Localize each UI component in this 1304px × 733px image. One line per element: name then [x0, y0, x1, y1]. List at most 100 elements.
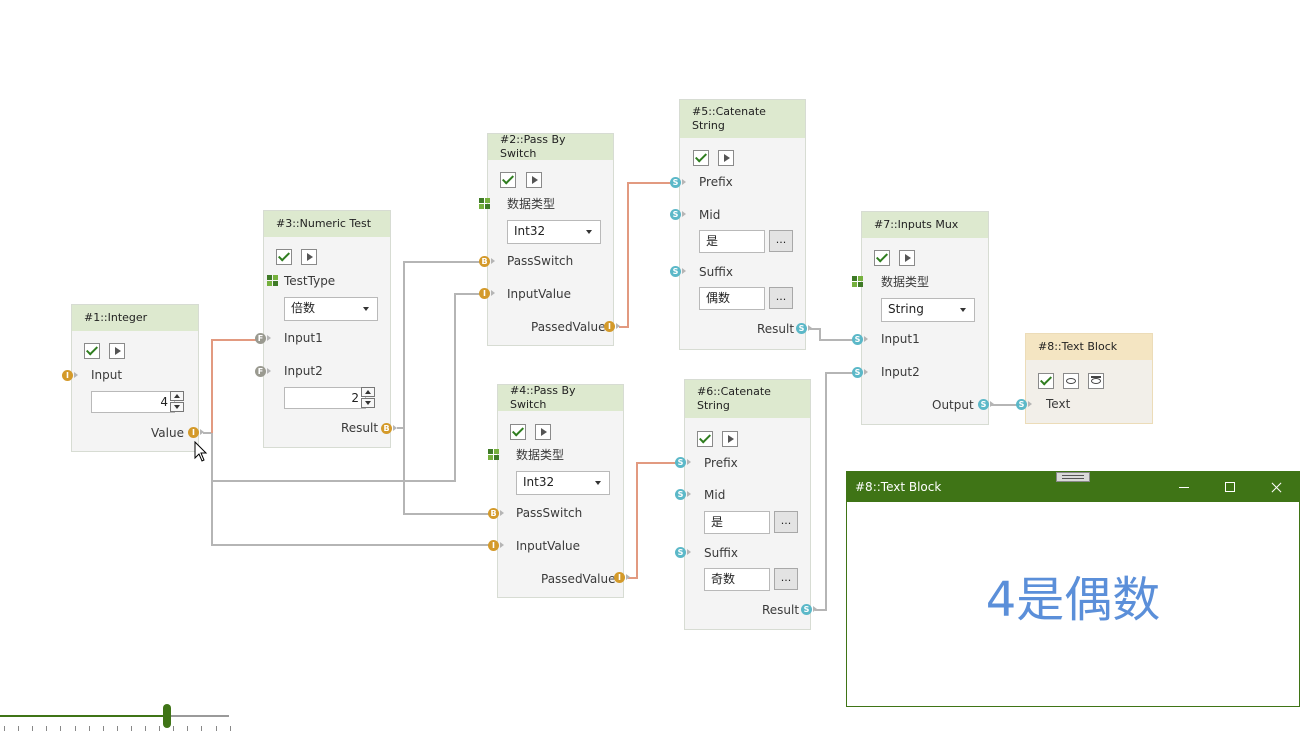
mid-input[interactable]: 是 [699, 230, 765, 253]
n1-input-port[interactable]: I [62, 370, 78, 381]
slider-fill [0, 715, 167, 717]
suffix-label: Suffix [704, 546, 738, 560]
node-title-line1: #6::Catenate [697, 385, 771, 398]
enabled-checkbox[interactable] [510, 424, 526, 440]
node-integer[interactable]: #1::Integer Input 4 Value [71, 304, 199, 452]
mid-more-button[interactable]: ... [774, 511, 798, 533]
step-down-button[interactable] [170, 402, 184, 412]
n2-passswitch-port[interactable]: B [479, 256, 495, 267]
n5-mid-port[interactable]: S [670, 209, 686, 220]
slider-tick [103, 726, 104, 731]
n2-inputvalue-port[interactable]: I [479, 288, 495, 299]
n1-value-port[interactable]: I [188, 427, 204, 438]
enabled-checkbox[interactable] [874, 250, 890, 266]
window-titlebar[interactable]: #8::Text Block [847, 472, 1299, 502]
input2-field[interactable]: 2 [284, 387, 366, 409]
node-catenate-string-6[interactable]: #6::Catenate String Prefix Mid 是 ... Suf… [684, 379, 811, 630]
passedvalue-label: PassedValue [531, 320, 606, 334]
type-select[interactable]: Int32 [516, 471, 610, 495]
step-up-button[interactable] [361, 387, 375, 397]
n4-passedvalue-port[interactable]: I [614, 572, 630, 583]
n8-text-port[interactable]: S [1016, 399, 1032, 410]
suffix-more-button[interactable]: ... [774, 568, 798, 590]
integer-stepper[interactable] [170, 391, 184, 413]
node-pass-by-switch-2[interactable]: #2::Pass By Switch 数据类型 Int32 PassSwitch… [487, 133, 614, 346]
drag-grip-icon[interactable] [1056, 472, 1090, 482]
n4-passswitch-port[interactable]: B [488, 508, 504, 519]
n6-mid-port[interactable]: S [675, 489, 691, 500]
enabled-checkbox[interactable] [697, 431, 713, 447]
enabled-checkbox[interactable] [276, 249, 292, 265]
node-catenate-string-5[interactable]: #5::Catenate String Prefix Mid 是 ... Suf… [679, 99, 806, 350]
close-button[interactable] [1253, 472, 1299, 502]
suffix-input[interactable]: 偶数 [699, 287, 765, 310]
n6-result-port[interactable]: S [801, 604, 817, 615]
run-button[interactable] [722, 431, 738, 447]
input2-label: Input2 [881, 365, 920, 379]
node-title: #4::Pass By Switch [498, 384, 623, 411]
n4-inputvalue-port[interactable]: I [488, 540, 504, 551]
n3-result-port[interactable]: B [381, 423, 397, 434]
type-grid-icon [488, 449, 500, 461]
step-down-button[interactable] [361, 398, 375, 408]
slider-tick [75, 726, 76, 731]
slider-tick [187, 726, 188, 731]
node-pass-by-switch-4[interactable]: #4::Pass By Switch 数据类型 Int32 PassSwitch… [497, 384, 624, 598]
n6-suffix-port[interactable]: S [675, 547, 691, 558]
n3-input1-port[interactable]: F [255, 333, 271, 344]
n6-prefix-port[interactable]: S [675, 457, 691, 468]
zoom-slider[interactable] [0, 704, 231, 733]
slider-tick [145, 726, 146, 731]
n5-result-port[interactable]: S [796, 323, 812, 334]
value-label: Value [151, 426, 184, 440]
run-button[interactable] [526, 172, 542, 188]
wire-n3-result-to-n2-switch [397, 261, 481, 429]
n3-input2-port[interactable]: F [255, 366, 271, 377]
input1-label: Input1 [881, 332, 920, 346]
preview-eye-icon[interactable] [1063, 373, 1079, 389]
slider-tick [4, 726, 5, 731]
suffix-input[interactable]: 奇数 [704, 568, 770, 591]
type-select[interactable]: String [881, 298, 975, 322]
input-label: Input [91, 368, 123, 382]
n7-output-port[interactable]: S [978, 399, 994, 410]
slider-tick [32, 726, 33, 731]
node-title: #1::Integer [72, 305, 198, 331]
type-label: 数据类型 [881, 275, 930, 289]
text-block-window[interactable]: #8::Text Block 4是偶数 [846, 471, 1300, 707]
integer-input[interactable]: 4 [91, 391, 175, 413]
passedvalue-label: PassedValue [541, 572, 616, 586]
node-title: #6::Catenate String [685, 380, 810, 418]
n5-suffix-port[interactable]: S [670, 266, 686, 277]
run-button[interactable] [718, 150, 734, 166]
minimize-button[interactable] [1161, 472, 1207, 502]
suffix-more-button[interactable]: ... [769, 287, 793, 309]
run-button[interactable] [535, 424, 551, 440]
step-up-button[interactable] [170, 391, 184, 401]
enabled-checkbox[interactable] [500, 172, 516, 188]
n7-input1-port[interactable]: S [852, 334, 868, 345]
enabled-checkbox[interactable] [693, 150, 709, 166]
enabled-checkbox[interactable] [1038, 373, 1054, 389]
preview-window-icon[interactable] [1088, 373, 1104, 389]
n2-passedvalue-port[interactable]: I [604, 321, 620, 332]
node-numeric-test[interactable]: #3::Numeric Test TestType 倍数 Input1 Inpu… [263, 210, 391, 448]
input2-stepper[interactable] [361, 387, 375, 409]
input1-label: Input1 [284, 331, 323, 345]
node-text-block[interactable]: #8::Text Block Text [1025, 333, 1153, 424]
n5-prefix-port[interactable]: S [670, 177, 686, 188]
slider-thumb[interactable] [163, 704, 171, 728]
mid-input[interactable]: 是 [704, 511, 770, 534]
mid-more-button[interactable]: ... [769, 230, 793, 252]
run-button[interactable] [109, 343, 125, 359]
slider-tick [216, 726, 217, 731]
n7-input2-port[interactable]: S [852, 367, 868, 378]
type-select[interactable]: Int32 [507, 220, 601, 244]
run-button[interactable] [301, 249, 317, 265]
slider-tick [201, 726, 202, 731]
node-inputs-mux[interactable]: #7::Inputs Mux 数据类型 String Input1 Input2… [861, 211, 989, 425]
run-button[interactable] [899, 250, 915, 266]
maximize-button[interactable] [1207, 472, 1253, 502]
enabled-checkbox[interactable] [84, 343, 100, 359]
testtype-select[interactable]: 倍数 [284, 297, 378, 321]
